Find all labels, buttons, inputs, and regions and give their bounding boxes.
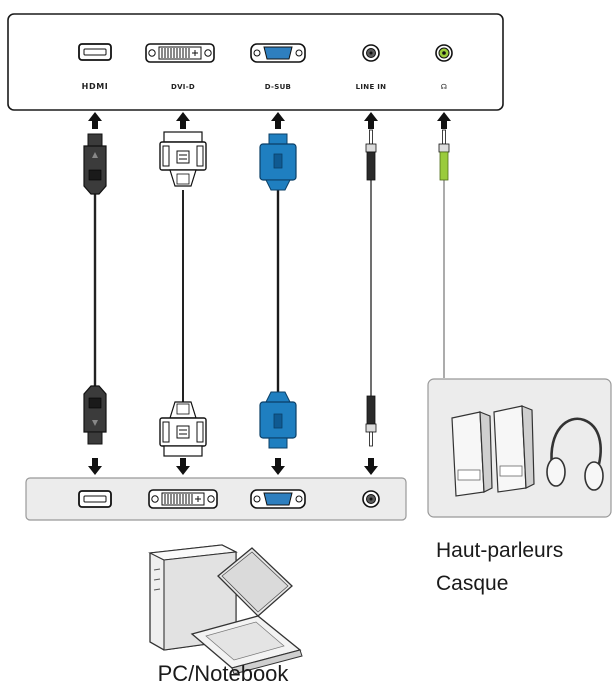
caption-pc-notebook: PC/Notebook bbox=[158, 661, 290, 686]
dsub-connector-bottom bbox=[259, 391, 297, 449]
arrow-down-dvi-icon bbox=[176, 458, 190, 475]
headphone-plug bbox=[438, 129, 450, 181]
upper-arrows bbox=[88, 112, 451, 129]
pc-dvi-port bbox=[148, 489, 218, 509]
dsub-cable bbox=[259, 133, 297, 449]
monitor-headphone-jack bbox=[435, 44, 453, 62]
line-in-plug-top bbox=[365, 129, 377, 181]
arrow-down-dsub-icon bbox=[271, 458, 285, 475]
arrow-up-headphone-icon bbox=[437, 112, 451, 129]
monitor-dvi-port bbox=[145, 43, 215, 63]
hdmi-connector-top bbox=[83, 133, 107, 195]
pc-notebook-icon bbox=[148, 544, 303, 675]
pc-hdmi-port bbox=[78, 490, 112, 508]
arrow-up-dvi-icon bbox=[176, 112, 190, 129]
dsub-connector-top bbox=[259, 133, 297, 191]
hdmi-cable bbox=[83, 133, 107, 445]
monitor-line-in-label: LINE IN bbox=[356, 83, 387, 91]
monitor-dsub-label: D-SUB bbox=[265, 83, 291, 91]
monitor-dsub-port bbox=[250, 43, 306, 63]
caption-headphones: Casque bbox=[436, 572, 508, 595]
arrow-down-line-in-icon bbox=[364, 458, 378, 475]
monitor-hdmi-port bbox=[78, 43, 112, 61]
line-in-plug-bottom bbox=[365, 395, 377, 447]
speaker-left-icon bbox=[451, 411, 493, 497]
arrow-up-hdmi-icon bbox=[88, 112, 102, 129]
dvi-connector-top bbox=[159, 131, 207, 187]
arrow-up-dsub-icon bbox=[271, 112, 285, 129]
arrow-down-hdmi-icon bbox=[88, 458, 102, 475]
pc-audio-out-jack bbox=[362, 490, 380, 508]
headphones-icon bbox=[546, 417, 604, 491]
monitor-port-panel: HDMI DVI-D D-SUB bbox=[7, 13, 504, 111]
monitor-line-in-jack bbox=[362, 44, 380, 62]
pc-port-panel bbox=[25, 477, 407, 521]
speaker-right-icon bbox=[493, 405, 535, 493]
dvi-connector-bottom bbox=[159, 401, 207, 457]
monitor-dvi-label: DVI-D bbox=[171, 83, 195, 91]
dvi-cable bbox=[159, 131, 207, 457]
pc-dsub-port bbox=[250, 489, 306, 509]
arrow-up-line-in-icon bbox=[364, 112, 378, 129]
monitor-hdmi-label: HDMI bbox=[82, 82, 109, 91]
caption-speakers: Haut-parleurs bbox=[436, 539, 563, 562]
hdmi-connector-bottom bbox=[83, 385, 107, 445]
line-in-cable bbox=[365, 129, 377, 447]
headphone-cable bbox=[438, 129, 450, 378]
lower-arrows bbox=[88, 458, 378, 475]
monitor-headphone-label: ☊ bbox=[441, 83, 448, 91]
audio-devices-box bbox=[427, 378, 612, 518]
